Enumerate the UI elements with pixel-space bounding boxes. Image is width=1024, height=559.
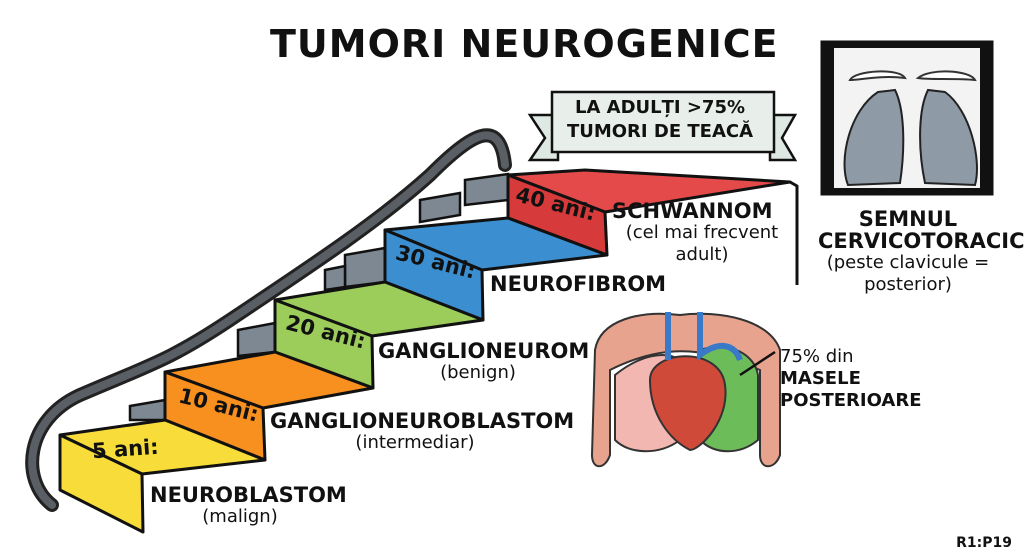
- step-4-label: NEUROFIBROM: [490, 272, 667, 296]
- banner-line-1: LA ADULȚI >75%: [574, 97, 746, 118]
- xray-line-4: posterior): [864, 274, 952, 295]
- step-4-name: NEUROFIBROM: [490, 272, 667, 296]
- step-5-name: SCHWANNOM: [612, 199, 773, 223]
- chest-anatomy: [590, 312, 781, 468]
- xray-line-1: SEMNUL: [858, 207, 958, 231]
- chest-line-3: POSTERIOARE: [780, 390, 922, 411]
- page-title: TUMORI NEUROGENICE: [270, 22, 779, 66]
- chest-caption: 75% din MASELE POSTERIOARE: [780, 346, 950, 412]
- xray-caption: SEMNUL CERVICOTORACIC (peste clavicule =…: [818, 207, 1024, 296]
- step-2-name: GANGLIONEUROBLASTOM: [270, 409, 575, 433]
- step-2-label: GANGLIONEUROBLASTOM (intermediar): [270, 409, 575, 454]
- step-3-name: GANGLIONEUROM: [378, 339, 590, 363]
- chest-line-1: 75% din: [780, 346, 854, 367]
- chest-line-2: MASELE: [780, 368, 861, 389]
- step-3-label: GANGLIONEUROM (benign): [378, 339, 590, 384]
- step-1-age: 5 ani:: [91, 434, 160, 464]
- xray-line-2: CERVICOTORACIC: [818, 229, 1024, 253]
- chest-xray: [820, 40, 994, 196]
- step-2-note: (intermediar): [355, 432, 475, 453]
- banner-line-2: TUMORI DE TEACĂ: [566, 121, 754, 142]
- banner-text: LA ADULȚI >75% TUMORI DE TEACĂ: [560, 96, 760, 144]
- step-1-front: [58, 433, 145, 534]
- step-1-label: NEUROBLASTOM (malign): [150, 483, 347, 528]
- step-5-note: (cel mai frecvent adult): [625, 222, 779, 265]
- page-reference: R1:P19: [956, 535, 1012, 551]
- banner-ribbon: [527, 90, 798, 162]
- step-5-label: SCHWANNOM (cel mai frecvent adult): [612, 200, 792, 266]
- xray-line-3: (peste clavicule =: [826, 252, 990, 273]
- step-1-note: (malign): [202, 506, 278, 527]
- step-1-name: NEUROBLASTOM: [150, 483, 347, 507]
- step-3-note: (benign): [440, 362, 516, 383]
